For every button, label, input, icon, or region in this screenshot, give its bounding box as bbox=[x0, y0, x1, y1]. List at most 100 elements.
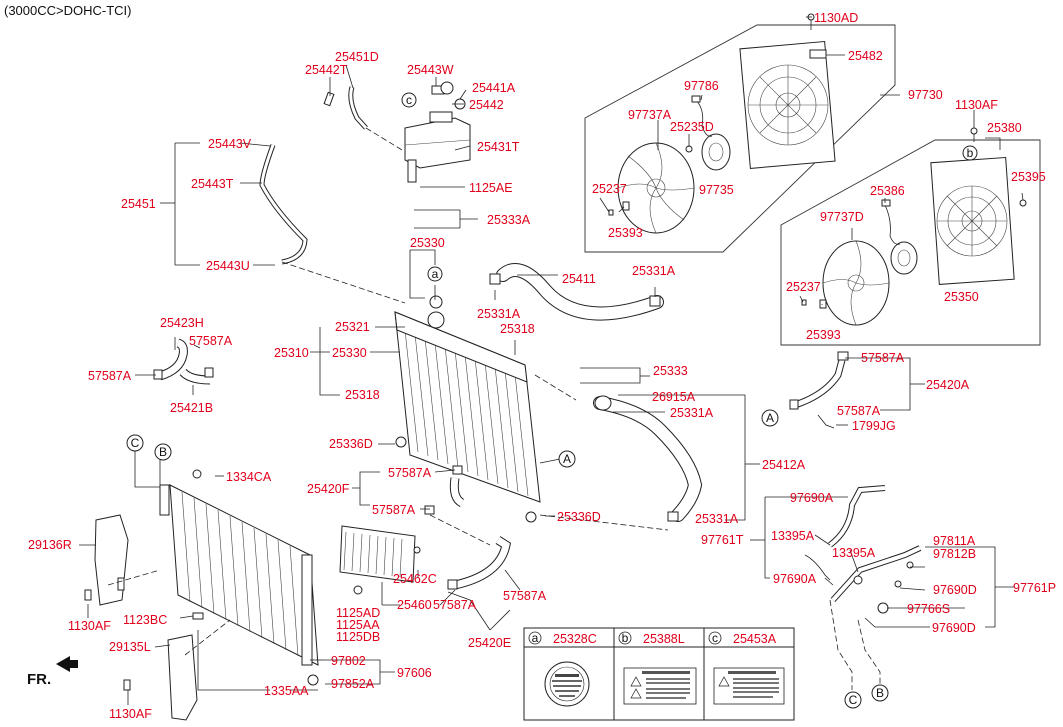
label-1125ad: 1125AD bbox=[336, 606, 380, 620]
lower-hose bbox=[593, 395, 703, 522]
air-guard-left bbox=[123, 634, 198, 721]
label-25442: 25442 bbox=[469, 98, 504, 112]
label-25420f: 25420F bbox=[307, 482, 350, 496]
callout-c-reservoir: c bbox=[406, 93, 412, 107]
label-25336d-1: 25336D bbox=[329, 437, 373, 451]
label-1799jg: 1799JG bbox=[852, 419, 896, 433]
reservoir-line bbox=[365, 127, 403, 151]
label-25443w: 25443W bbox=[407, 63, 454, 77]
label-25441a: 25441A bbox=[472, 81, 516, 95]
label-57587a-m2: 57587A bbox=[372, 503, 416, 517]
label-25395: 25395 bbox=[1011, 170, 1046, 184]
label-25310: 25310 bbox=[274, 346, 309, 360]
callout-B-condenser: B bbox=[159, 445, 167, 459]
label-25237-1: 25237 bbox=[592, 182, 627, 196]
label-25380: 25380 bbox=[987, 121, 1022, 135]
label-25443t: 25443T bbox=[191, 177, 234, 191]
fan-blade-1 bbox=[617, 142, 695, 234]
label-97786: 97786 bbox=[684, 79, 719, 93]
label-97737a: 97737A bbox=[628, 108, 672, 122]
upper-hose-line bbox=[534, 374, 577, 401]
label-97690d-1: 97690D bbox=[933, 583, 977, 597]
label-25333a: 25333A bbox=[487, 213, 531, 227]
label-97690a-2: 97690A bbox=[773, 572, 817, 586]
label-57587a-r2: 57587A bbox=[837, 404, 881, 418]
warning-label-legend: a 25328C b 25388L c 25453A bbox=[523, 627, 795, 721]
label-1334ca: 1334CA bbox=[226, 470, 272, 484]
label-25331a-3: 25331A bbox=[670, 406, 714, 420]
air-guard-right bbox=[84, 514, 129, 606]
label-97802: 97802 bbox=[331, 654, 366, 668]
overflow-hose bbox=[259, 86, 368, 265]
label-25350: 25350 bbox=[944, 290, 979, 304]
label-25443v: 25443V bbox=[208, 137, 252, 151]
label-25423h: 25423H bbox=[160, 316, 204, 330]
label-57587a-b2: 57587A bbox=[503, 589, 547, 603]
label-25451: 25451 bbox=[121, 197, 156, 211]
label-1125ae: 1125AE bbox=[469, 181, 513, 195]
callout-C-condenser: C bbox=[131, 436, 140, 450]
label-25330-mid: 25330 bbox=[332, 346, 367, 360]
label-97761p: 97761P bbox=[1013, 581, 1056, 595]
label-1130ad: 1130AD bbox=[814, 11, 858, 25]
label-25331a-1: 25331A bbox=[632, 264, 676, 278]
part-labels: 1130AD 25482 97730 97786 97737A 25235D 2… bbox=[28, 11, 1056, 721]
label-13395a-2: 13395A bbox=[832, 546, 876, 560]
label-25331a-2: 25331A bbox=[477, 307, 521, 321]
label-97811a: 97811A bbox=[933, 534, 976, 548]
hose-25420f bbox=[424, 465, 465, 515]
ac-dash-1 bbox=[829, 599, 853, 690]
label-25331a-4: 25331A bbox=[695, 512, 739, 526]
cap-label-image bbox=[544, 661, 590, 707]
coolant-reservoir bbox=[404, 81, 471, 183]
condenser bbox=[159, 469, 319, 686]
label-97761t: 97761T bbox=[701, 533, 744, 547]
label-25318-mid: 25318 bbox=[345, 388, 380, 402]
label-1130af-top: 1130AF bbox=[955, 98, 998, 112]
label-1335aa: 1335AA bbox=[264, 684, 309, 698]
label-25386: 25386 bbox=[870, 184, 905, 198]
legend-key-b: b bbox=[622, 631, 629, 645]
label-25442t: 25442T bbox=[305, 63, 348, 77]
label-97690a-1: 97690A bbox=[790, 491, 834, 505]
label-1125db: 1125DB bbox=[336, 630, 380, 644]
label-25330-top: 25330 bbox=[410, 236, 445, 250]
label-97852a: 97852A bbox=[331, 677, 375, 691]
label-25336d-2: 25336D bbox=[557, 510, 601, 524]
label-25237-2: 25237 bbox=[786, 280, 821, 294]
front-arrow-icon bbox=[56, 656, 78, 672]
condenser-leader bbox=[197, 630, 270, 691]
label-97690d-2: 97690D bbox=[932, 621, 976, 635]
label-97730: 97730 bbox=[908, 88, 943, 102]
label-25420a: 25420A bbox=[926, 378, 970, 392]
label-97606: 97606 bbox=[397, 666, 432, 680]
callout-A-hose: A bbox=[766, 411, 774, 425]
fan-motor-1 bbox=[691, 95, 731, 171]
label-1123bc: 1123BC bbox=[123, 613, 167, 627]
label-25318-top: 25318 bbox=[500, 322, 535, 336]
callout-circles: c a b A A C B C B bbox=[126, 92, 978, 709]
label-97812b: 97812B bbox=[933, 547, 976, 561]
legend-part-a: 25328C bbox=[553, 632, 597, 646]
label-25482: 25482 bbox=[848, 49, 883, 63]
bolt-1123bc bbox=[192, 612, 204, 620]
fan-shroud-2 bbox=[930, 156, 1015, 285]
diagram-title: (3000CC>DOHC-TCI) bbox=[4, 3, 132, 18]
label-26915a: 26915A bbox=[652, 390, 696, 404]
leader-lines bbox=[79, 16, 1024, 705]
label-29135l: 29135L bbox=[109, 640, 151, 654]
legend-key-a: a bbox=[532, 631, 539, 645]
label-57587a-l2: 57587A bbox=[88, 369, 132, 383]
label-29136r: 29136R bbox=[28, 538, 72, 552]
legend-part-b: 25388L bbox=[643, 632, 685, 646]
label-97766s: 97766S bbox=[907, 602, 950, 616]
legend-key-c: c bbox=[712, 631, 718, 645]
label-25443u: 25443U bbox=[206, 259, 250, 273]
callout-A-radiator: A bbox=[563, 452, 571, 466]
callout-C-pipe: C bbox=[849, 693, 858, 707]
label-57587a-m1: 57587A bbox=[388, 466, 432, 480]
fan-motor-2 bbox=[881, 199, 918, 275]
front-label: FR. bbox=[27, 671, 51, 688]
label-1125aa: 1125AA bbox=[336, 618, 380, 632]
fan-shroud-1 bbox=[739, 40, 836, 169]
